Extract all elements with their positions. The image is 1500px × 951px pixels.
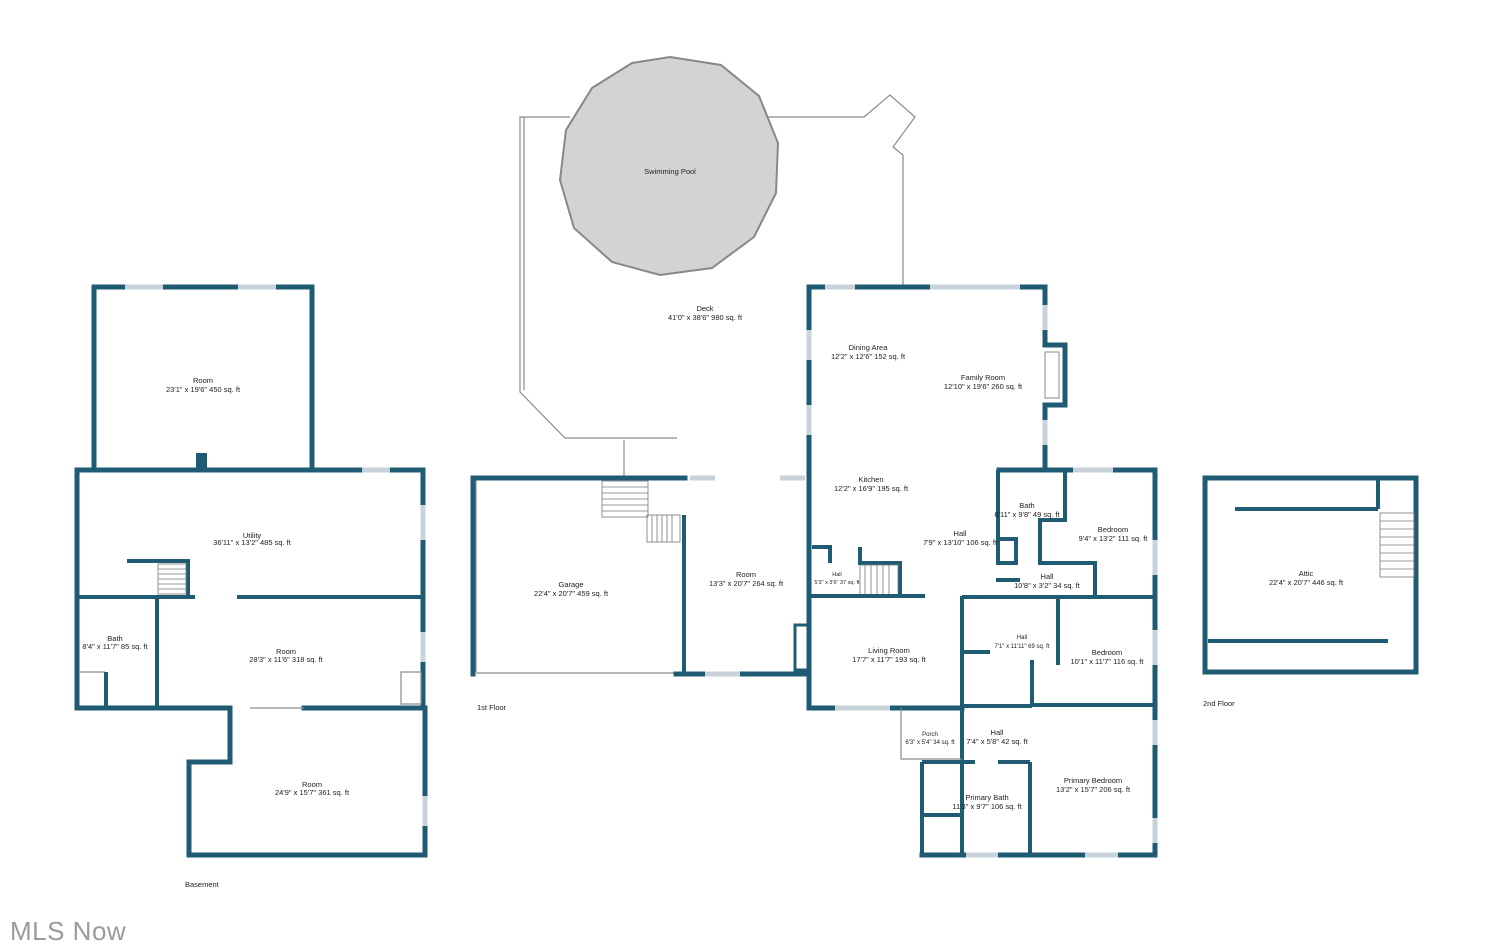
room-name: Bedroom: [1098, 525, 1128, 534]
utility-stairs: [157, 563, 187, 595]
room-dims: 9'4" x 13'2" 111 sq. ft: [1079, 534, 1149, 543]
first-floor-plan: Garage 22'4" x 20'7" 459 sq. ft Room 13'…: [470, 284, 1158, 858]
porch-outline: [900, 708, 962, 760]
room-name: Hall: [1017, 635, 1027, 641]
mls-now-watermark: MLS Now: [10, 916, 127, 946]
bath-wall: [996, 470, 1018, 565]
room-name: Porch: [922, 732, 938, 738]
room-dims: 13'3" x 20'7" 264 sq. ft: [709, 579, 784, 588]
room-dims: 6'3" x 5'4" 34 sq. ft: [905, 740, 955, 746]
room-dims: 8'4" x 11'7" 85 sq. ft: [82, 642, 148, 651]
room-name: Kitchen: [858, 475, 883, 484]
room-name: Room: [193, 376, 213, 385]
room-name: Swimming Pool: [644, 167, 696, 176]
room-dims: 12'2" x 12'6" 152 sq. ft: [831, 352, 906, 361]
room-name: Hall: [1041, 572, 1054, 581]
room-dims: 24'9" x 15'7" 361 sq. ft: [275, 788, 350, 797]
room-dims: 22'4" x 20'7" 459 sq. ft: [534, 589, 609, 598]
floor-label-first: 1st Floor: [477, 703, 507, 712]
room-name: Garage: [558, 580, 583, 589]
swimming-pool: [558, 55, 780, 277]
garage-stairs: [601, 480, 681, 543]
room-name: Primary Bedroom: [1064, 776, 1122, 785]
main-house-walls: [806, 284, 1068, 481]
floor-label-basement: Basement: [185, 880, 220, 889]
closet: [400, 671, 422, 705]
chimney-block: [196, 453, 207, 469]
deck-area: Swimming Pool Deck 41'0" x 38'6" 980 sq.…: [519, 55, 916, 476]
room-name: Bath: [1019, 501, 1034, 510]
deck-outline-west: [519, 116, 677, 439]
room-dims: 13'2" x 15'7" 206 sq. ft: [1056, 785, 1131, 794]
basement-room-3-walls: [186, 705, 428, 858]
room-name: Attic: [1299, 569, 1314, 578]
room-name: Deck: [696, 304, 713, 313]
room-name: Room: [276, 647, 296, 656]
room-dims: 41'0" x 38'6" 980 sq. ft: [668, 313, 743, 322]
room-dims: 6'11" x 9'8" 49 sq. ft: [994, 510, 1060, 519]
room-name: Dining Area: [849, 343, 889, 352]
room-name: Hall: [832, 572, 841, 578]
room-dims: 28'3" x 11'6" 318 sq. ft: [249, 655, 323, 664]
wall: [1065, 561, 1097, 596]
stair-wall: [127, 559, 190, 596]
room-dims: 7'9" x 13'10" 106 sq. ft: [923, 538, 998, 547]
room-name: Hall: [991, 728, 1004, 737]
room-dims: 7'4" x 5'8" 42 sq. ft: [966, 737, 1028, 746]
bedroom-block-walls: [996, 467, 1158, 599]
room-name: Family Room: [961, 373, 1005, 382]
attic-walls: [1202, 475, 1419, 675]
room-dims: 17'7" x 11'7" 193 sq. ft: [852, 655, 926, 664]
basement-plan: Room 23'1" x 19'6" 450 sq. ft Utility 36…: [74, 284, 428, 889]
second-floor-plan: Attic 22'4" x 20'7" 446 sq. ft 2nd Floor: [1202, 475, 1419, 708]
room-dims: 36'11" x 13'2" 485 sq. ft: [213, 538, 292, 547]
room-dims: 10'8" x 3'2" 34 sq. ft: [1014, 581, 1081, 590]
attic-stairs: [1379, 512, 1415, 578]
room-name: Bath: [107, 634, 122, 643]
fireplace: [1044, 351, 1060, 399]
utility-walls: [74, 467, 426, 601]
deck-outline-east: [768, 94, 916, 285]
basement-room-1-walls: [91, 284, 315, 471]
room-name: Room: [302, 780, 322, 789]
main-stairs: [859, 564, 899, 596]
wall: [1030, 660, 1155, 707]
room-name: Living Room: [868, 646, 910, 655]
room-name: Utility: [243, 531, 262, 540]
room-dims: 5'3" x 3'6" 37 sq. ft: [814, 580, 860, 586]
room-name: Primary Bath: [965, 793, 1008, 802]
floor-label-second: 2nd Floor: [1203, 699, 1235, 708]
wall: [858, 547, 902, 596]
bath-wall: [1038, 470, 1067, 565]
room-dims: 10'1" x 11'7" 116 sq. ft: [1071, 657, 1145, 666]
room-dims: 12'10" x 19'6" 260 sq. ft: [944, 382, 1023, 391]
room-dims: 22'4" x 20'7" 446 sq. ft: [1269, 578, 1344, 587]
room-dims: 23'1" x 19'6" 450 sq. ft: [166, 385, 241, 394]
room-name: Bedroom: [1092, 648, 1122, 657]
room-name: Hall: [954, 529, 967, 538]
room-dims: 11'3" x 9'7" 106 sq. ft: [952, 802, 1022, 811]
room-dims: 7'1" x 11'11" 69 sq. ft: [994, 644, 1049, 650]
wall: [812, 545, 832, 563]
room-name: Room: [736, 570, 756, 579]
room-dims: 12'2" x 16'9" 195 sq. ft: [834, 484, 909, 493]
